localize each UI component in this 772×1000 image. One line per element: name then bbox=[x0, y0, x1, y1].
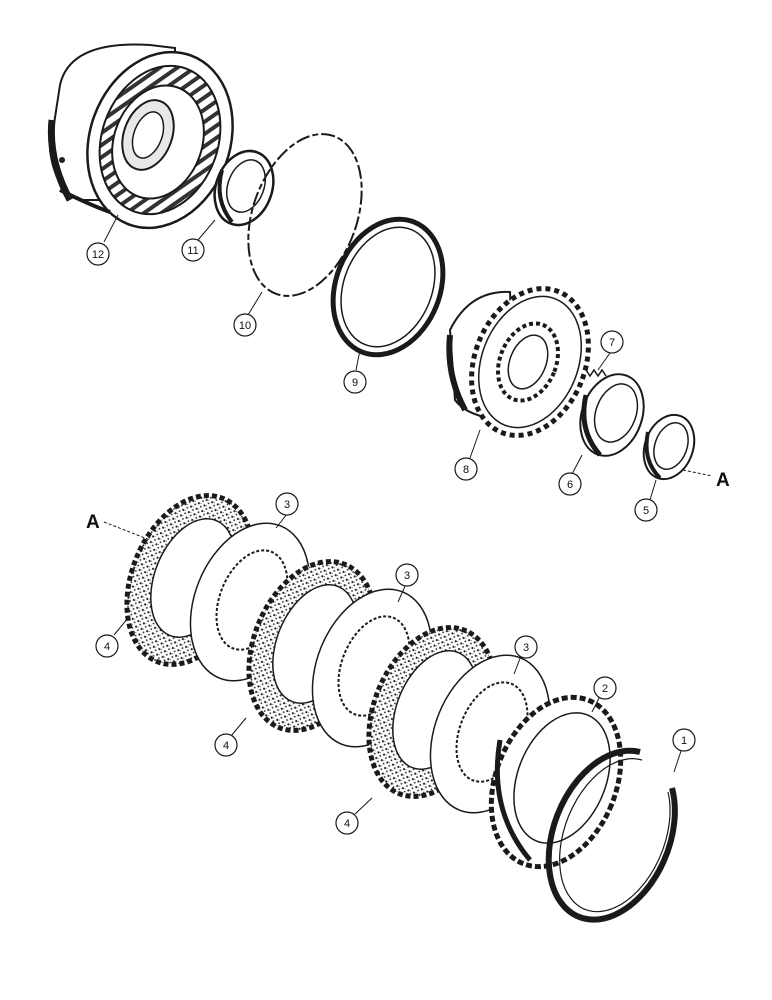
svg-text:8: 8 bbox=[463, 464, 469, 476]
callout-6: 6 bbox=[558, 472, 582, 496]
svg-text:9: 9 bbox=[352, 377, 358, 389]
callout-4-bottom: 4 bbox=[335, 811, 359, 835]
part-1-snap-ring bbox=[545, 747, 678, 923]
callout-5: 5 bbox=[634, 498, 658, 522]
svg-text:4: 4 bbox=[223, 740, 229, 752]
callout-11: 11 bbox=[181, 238, 205, 262]
svg-text:2: 2 bbox=[602, 683, 608, 695]
reference-mark-right: A bbox=[716, 470, 730, 491]
reference-mark-left: A bbox=[86, 512, 100, 533]
part-11-thrust-washer bbox=[213, 149, 275, 227]
svg-text:7: 7 bbox=[609, 337, 615, 349]
part-7-spring bbox=[585, 368, 607, 378]
callout-4-middle: 4 bbox=[214, 733, 238, 757]
callout-8: 8 bbox=[454, 457, 478, 481]
part-5-retaining-ring bbox=[642, 413, 696, 481]
callout-3-middle: 3 bbox=[395, 563, 419, 587]
svg-text:4: 4 bbox=[344, 818, 350, 830]
leader-lines bbox=[103, 214, 713, 815]
part-10-wave-spring bbox=[247, 133, 363, 297]
svg-text:3: 3 bbox=[404, 570, 410, 582]
callout-3-top: 3 bbox=[275, 492, 299, 516]
callout-2: 2 bbox=[593, 676, 617, 700]
svg-text:5: 5 bbox=[643, 505, 649, 517]
callout-3-bottom: 3 bbox=[514, 635, 538, 659]
part-6-bearing bbox=[579, 373, 645, 457]
part-9-sealing-ring bbox=[330, 216, 446, 358]
part-12-clutch-drum bbox=[47, 43, 234, 230]
callout-4-top: 4 bbox=[95, 634, 119, 658]
callout-9: 9 bbox=[343, 370, 367, 394]
callout-1: 1 bbox=[672, 728, 696, 752]
callout-12: 12 bbox=[86, 242, 110, 266]
part-8-clutch-hub bbox=[446, 286, 591, 438]
svg-text:12: 12 bbox=[92, 249, 104, 261]
callout-7: 7 bbox=[600, 330, 624, 354]
part-2-pressure-plate bbox=[488, 694, 624, 870]
svg-text:3: 3 bbox=[284, 499, 290, 511]
svg-text:11: 11 bbox=[187, 245, 198, 257]
svg-text:1: 1 bbox=[681, 735, 687, 747]
svg-text:10: 10 bbox=[239, 320, 251, 332]
svg-text:6: 6 bbox=[567, 479, 573, 491]
callout-10: 10 bbox=[233, 313, 257, 337]
svg-text:4: 4 bbox=[104, 641, 110, 653]
svg-text:3: 3 bbox=[523, 642, 529, 654]
